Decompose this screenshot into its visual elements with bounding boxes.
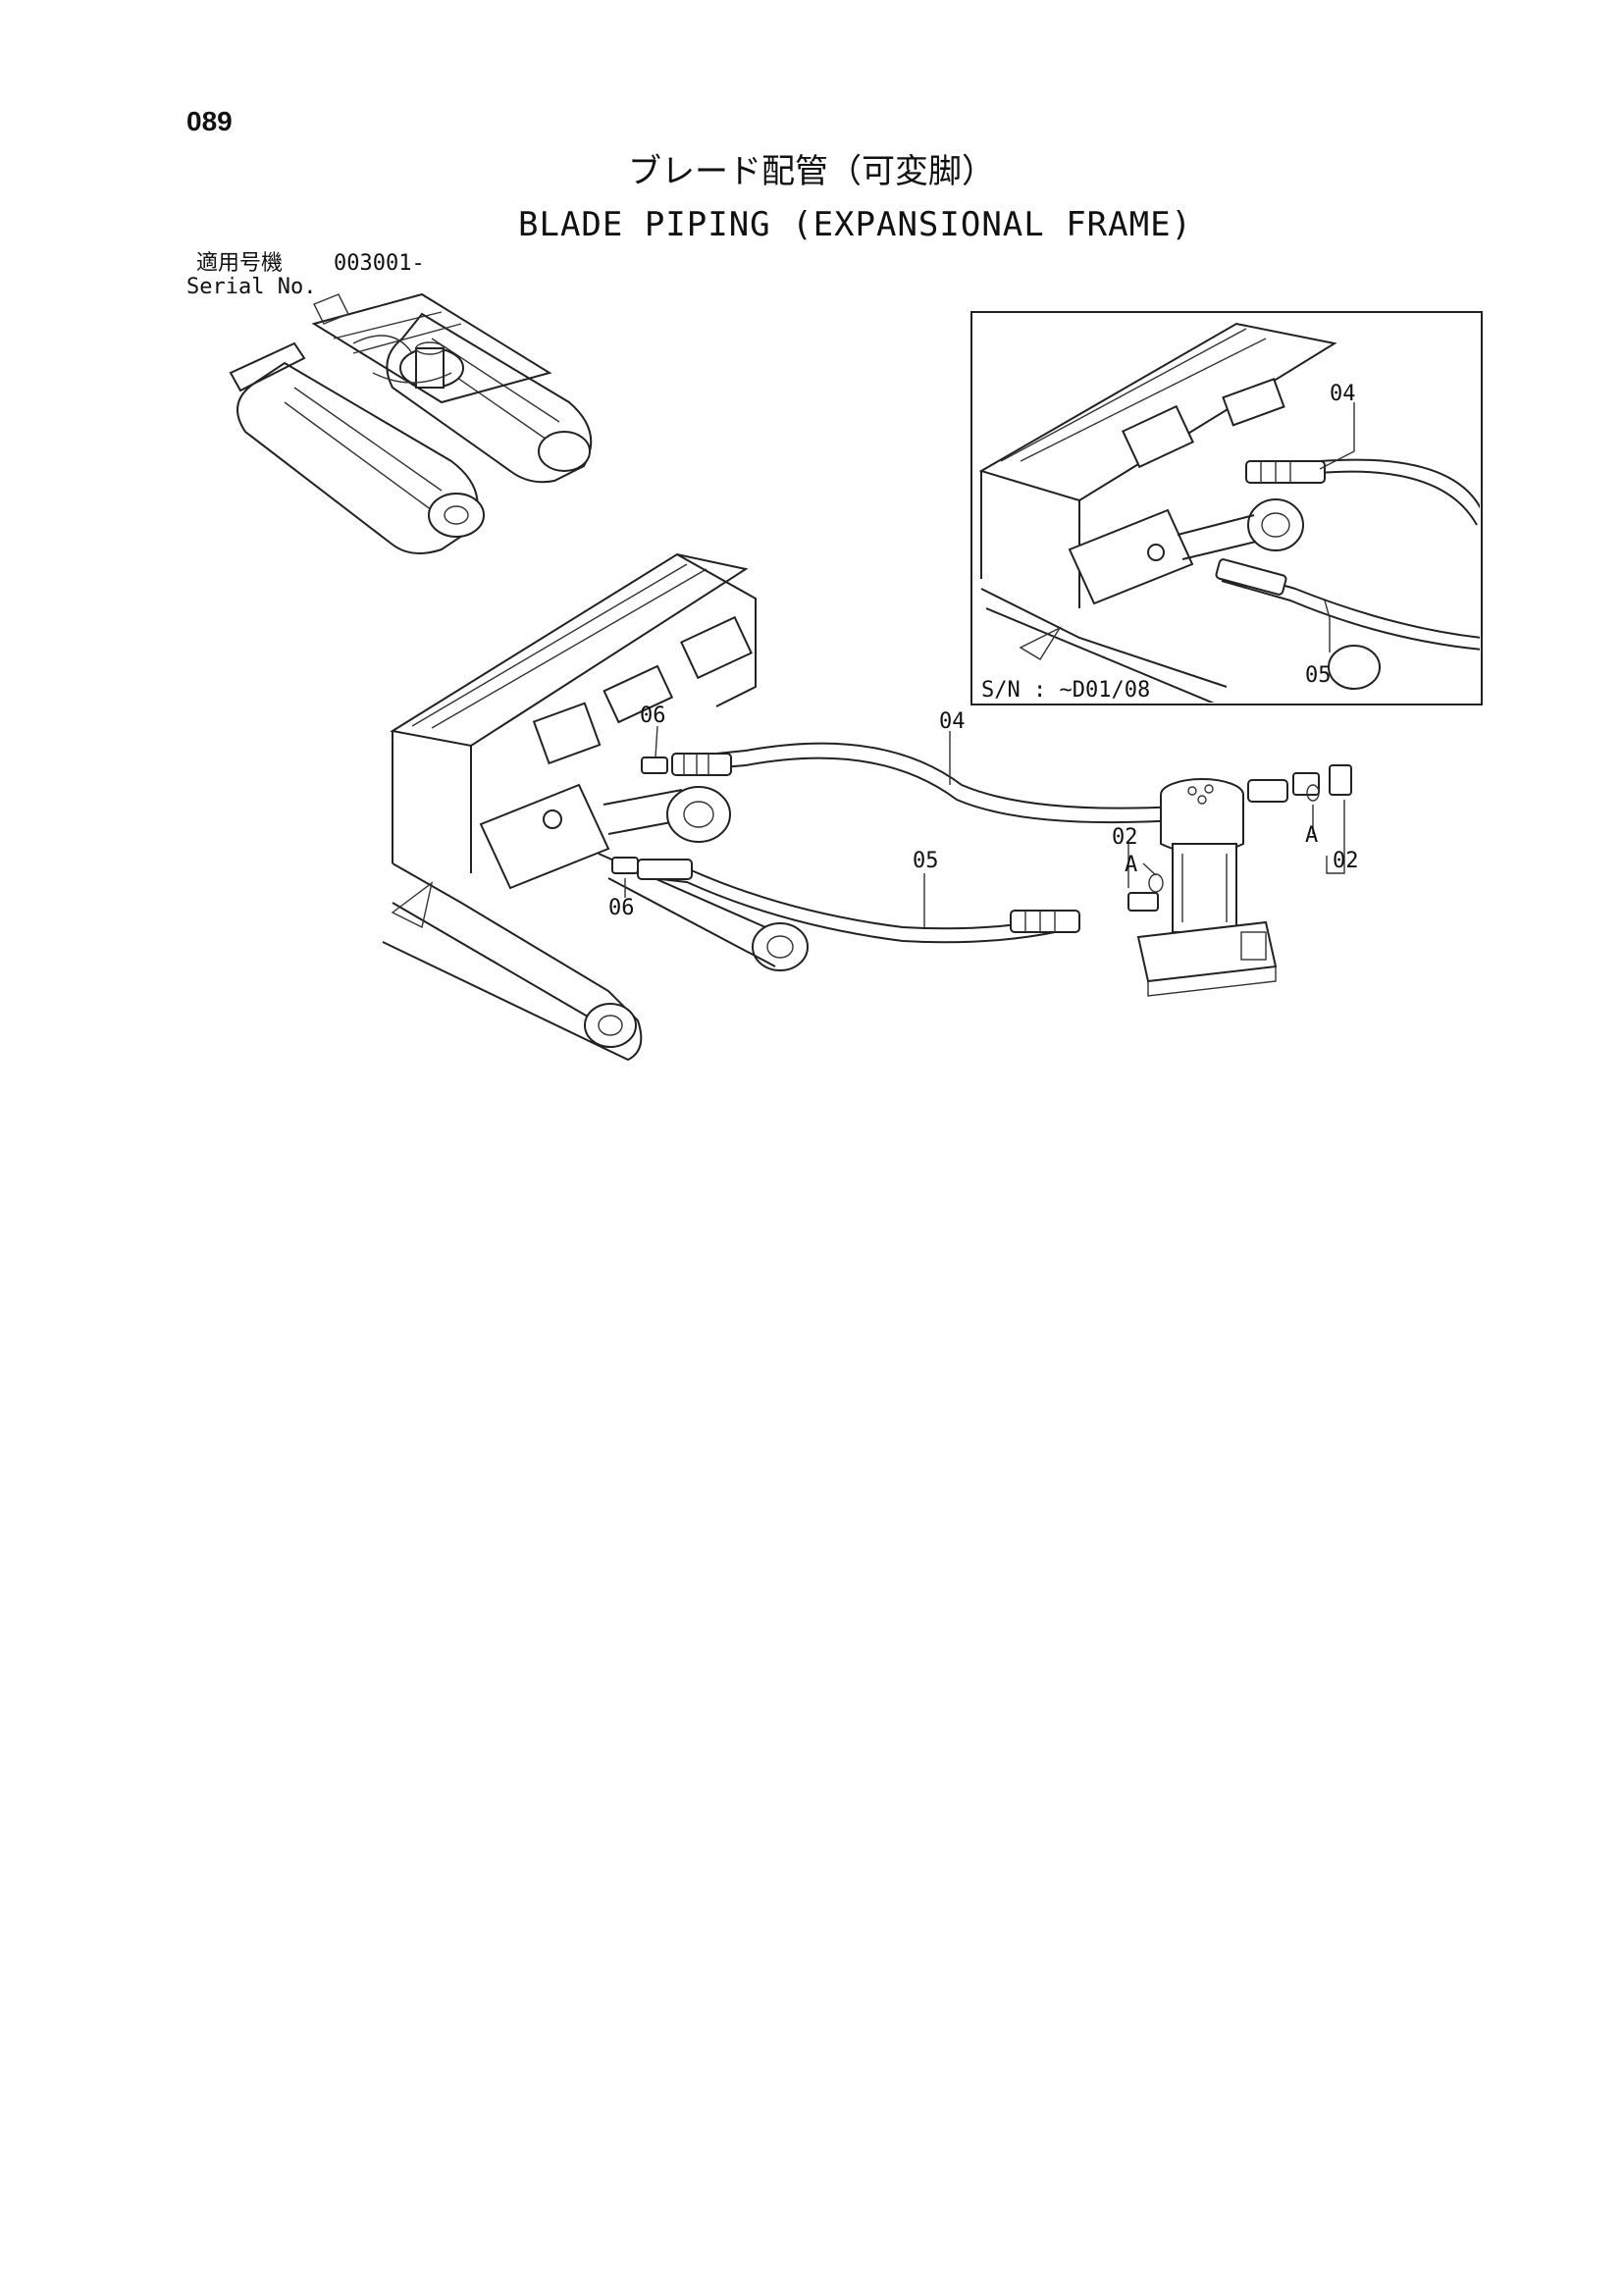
- callout-06-lower: 06: [608, 896, 635, 920]
- callout-02-left: 02: [1112, 825, 1138, 850]
- inset-detail-illustration: 04 05 S/N : ~D01/08: [970, 311, 1483, 705]
- inset-callout-04: 04: [1330, 382, 1356, 406]
- view-marker-a-right: A: [1305, 823, 1318, 848]
- callout-04: 04: [939, 709, 966, 734]
- serial-label-japanese: 適用号機: [196, 251, 284, 276]
- machine-overview-illustration: [229, 292, 593, 554]
- inset-serial-note: S/N : ~D01/08: [981, 678, 1150, 703]
- inset-callout-05: 05: [1305, 663, 1332, 688]
- serial-label-english: Serial No.: [186, 275, 317, 299]
- callout-05: 05: [913, 849, 939, 873]
- main-blade-piping-illustration: 04 05 06 06 02 02 A A: [382, 552, 1359, 1062]
- view-marker-a-left: A: [1125, 853, 1137, 877]
- serial-number-value: 003001-: [334, 251, 425, 276]
- page-title-japanese: ブレード配管（可変脚）: [628, 152, 995, 191]
- inset-frame: [970, 311, 1483, 705]
- page-title-english: BLADE PIPING (EXPANSIONAL FRAME): [518, 205, 1193, 244]
- callout-06-upper: 06: [640, 704, 666, 728]
- callout-02-right: 02: [1333, 849, 1359, 873]
- page-number: 089: [186, 106, 233, 136]
